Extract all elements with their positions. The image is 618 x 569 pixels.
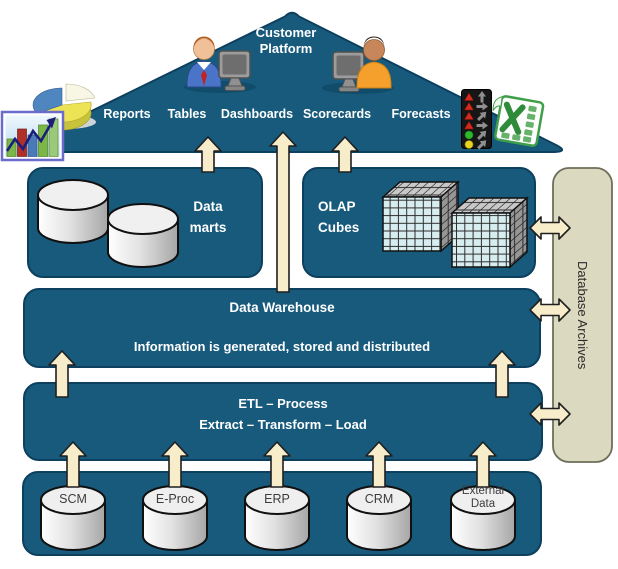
kpi-indicator-icon [461,89,492,150]
arrow-erp-to-etl [263,441,291,488]
double-arrow-warehouse-archives [529,298,571,322]
arrow-crm-to-etl [365,441,393,488]
source-label-external-data: External Data [461,485,505,510]
roof-label-reports: Reports [103,107,151,121]
roof-label-tables: Tables [167,107,207,121]
roof-title-line2: Platform [259,41,313,56]
data-marts-label: Data marts [177,196,239,238]
data-mart-cylinder-icon [107,203,179,268]
olap-cubes-label: OLAP Cubes [318,196,380,238]
source-label-scm: SCM [59,492,87,506]
arrow-external-to-etl [469,441,497,488]
analyst-left-icon [184,36,256,93]
analyst-right-icon [322,36,394,94]
roof-label-dashboards: Dashboards [220,107,294,121]
double-arrow-etl-archives [529,402,571,426]
roof-title: Customer Platform [226,25,346,57]
roof-label-forecasts: Forecasts [391,107,451,121]
arrow-eproc-to-etl [161,441,189,488]
data-marts-line2: marts [189,220,227,235]
warehouse-title: Data Warehouse [229,300,335,315]
roof-title-line1: Customer [255,25,317,40]
arrow-warehouse-to-roof [269,131,297,293]
excel-icon [492,95,545,147]
source-label-eproc: E-Proc [155,492,195,506]
warehouse-subtitle: Information is generated, stored and dis… [133,339,431,354]
olap-cube-icon [450,196,529,269]
etl-label: ETL – Process Extract – Transform – Load [24,394,542,435]
source-cylinder-icon [346,485,412,551]
source-cylinder-icon [450,485,516,551]
source-label-erp: ERP [264,492,290,506]
source-cylinder-icon [142,485,208,551]
roof-label-scorecards: Scorecards [302,107,372,121]
arrow-scm-to-etl [59,441,87,488]
bar-chart-icon [0,110,65,162]
double-arrow-olap-archives [529,216,571,240]
data-marts-line1: Data [193,199,223,214]
source-label-crm: CRM [364,492,394,506]
olap-cube-icon [381,180,460,253]
arrow-etl-to-warehouse-right [488,350,516,398]
data-mart-cylinder-icon [37,179,109,244]
arrow-olap-to-roof [331,136,359,173]
etl-line1: ETL – Process [238,396,328,411]
source-cylinder-icon [40,485,106,551]
database-archives-label: Database Archives [575,260,590,370]
arrow-etl-to-warehouse-left [48,350,76,398]
olap-line2: Cubes [318,220,360,235]
arrow-marts-to-roof [194,136,222,173]
olap-line1: OLAP [318,199,356,214]
etl-line2: Extract – Transform – Load [199,416,367,432]
